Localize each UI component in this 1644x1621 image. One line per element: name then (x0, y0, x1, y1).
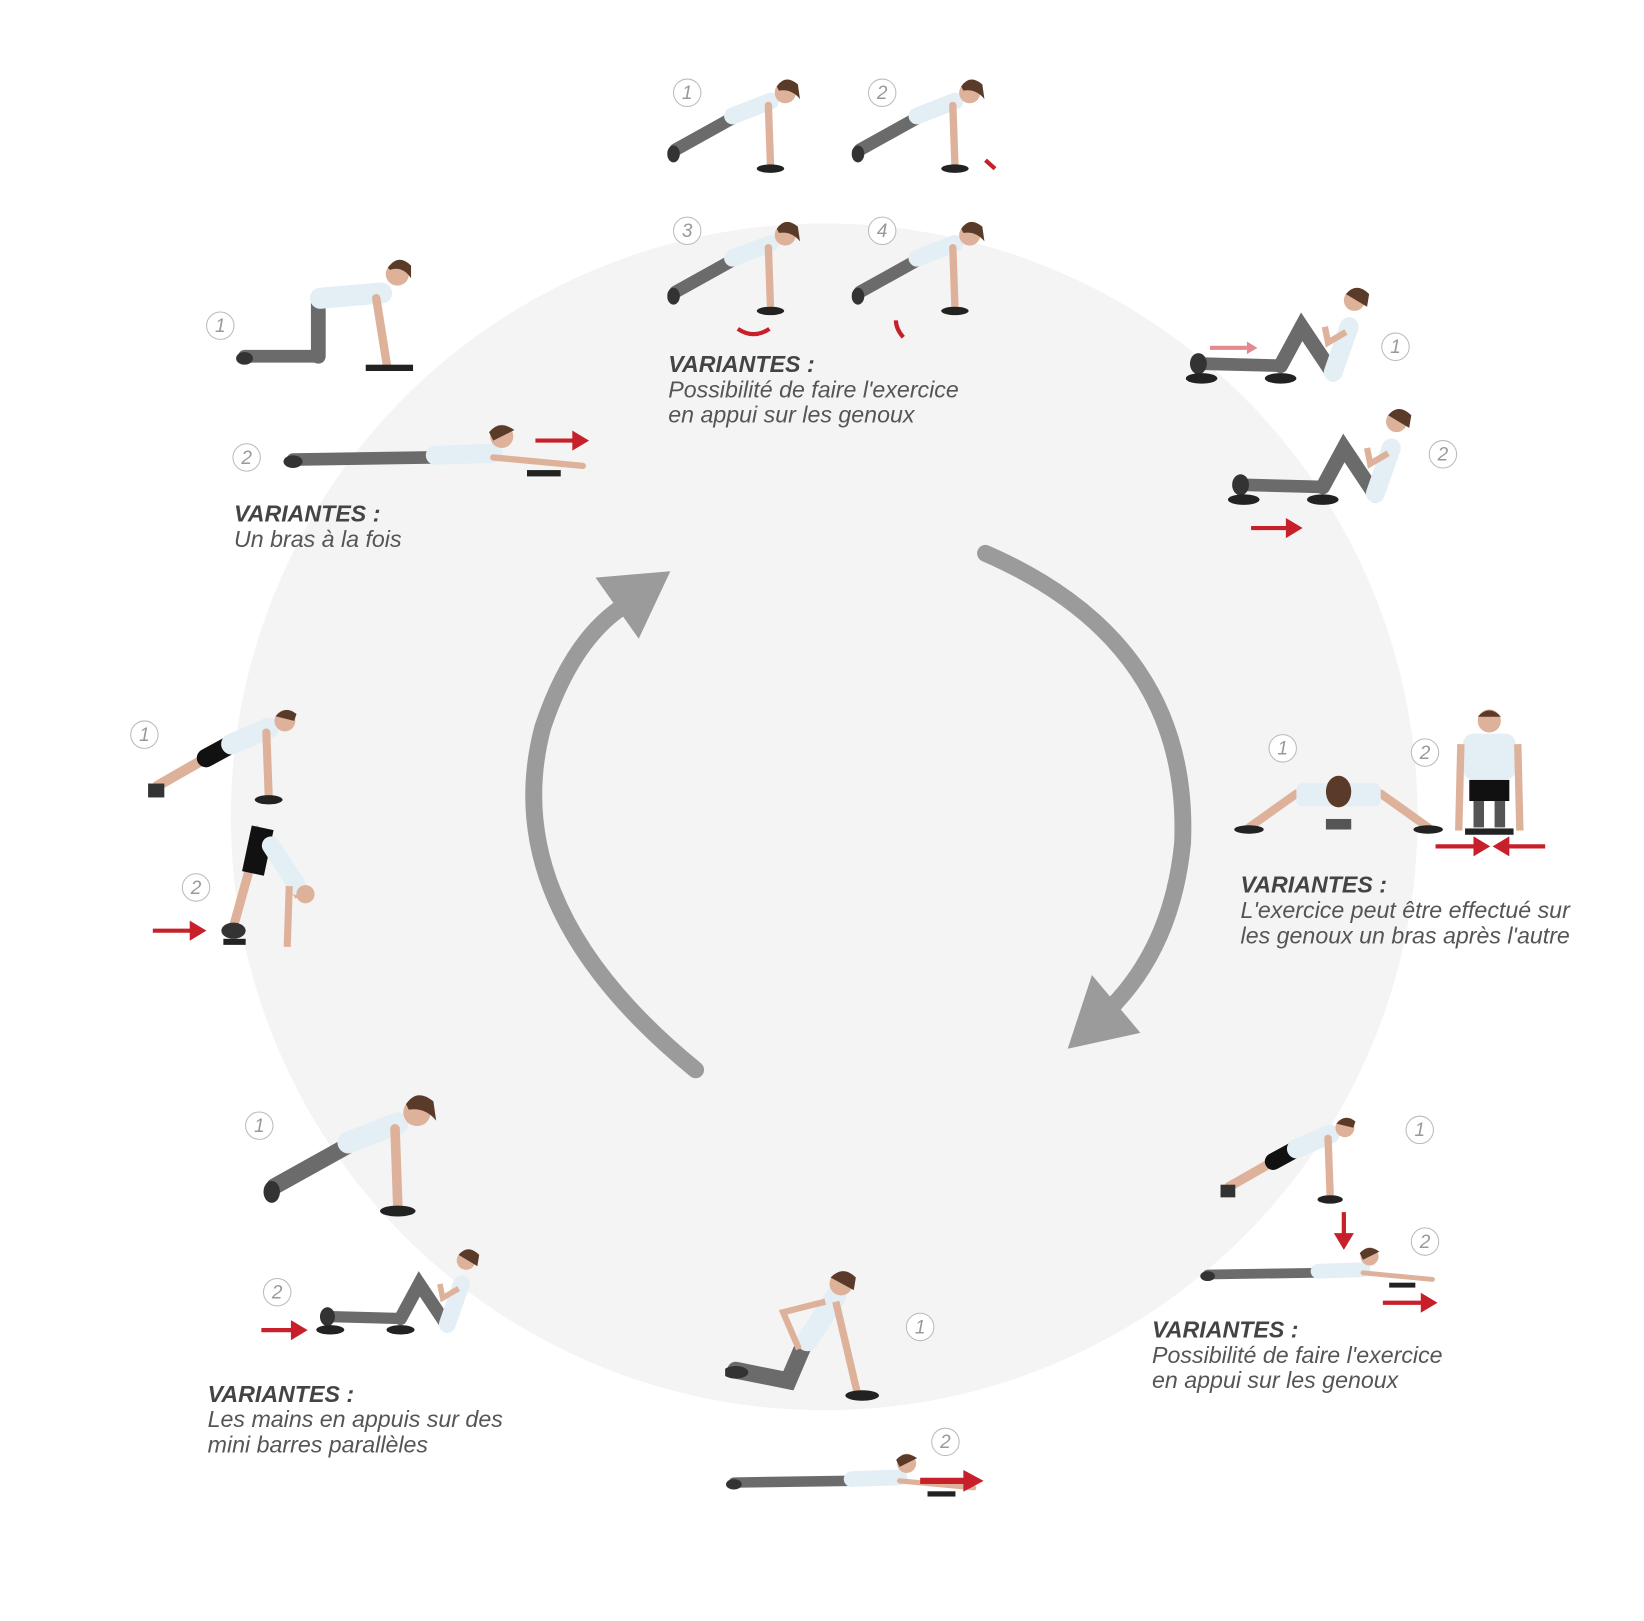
svg-text:2: 2 (1419, 1232, 1431, 1253)
step-badge: 1 (206, 311, 235, 340)
step-badge: 3 (672, 216, 702, 246)
variants-line: en appui sur les genoux (668, 401, 915, 428)
svg-text:1: 1 (682, 83, 693, 104)
step-badge: 2 (1410, 1227, 1440, 1256)
figure-bottom-step2 (726, 1454, 974, 1497)
cycle-arrow-right (977, 544, 1192, 1049)
svg-text:2: 2 (876, 83, 888, 104)
step-badge: 1 (1381, 332, 1410, 361)
variants-line: mini barres parallèles (207, 1431, 429, 1458)
svg-text:4: 4 (877, 221, 888, 242)
variants-heading: VARIANTES : (1152, 1316, 1299, 1343)
direction-arrows (152, 158, 1546, 1492)
figure-right-step2 (1459, 709, 1520, 834)
figure-topright-step1 (1186, 288, 1369, 384)
figure-bottomright-step2 (1200, 1248, 1432, 1288)
figure-topleft-step1 (236, 260, 413, 371)
variants-top: VARIANTES : Possibilité de faire l'exerc… (668, 352, 959, 428)
cycle-arrow-left (525, 571, 705, 1079)
variants-line: Possibilité de faire l'exercice (1152, 1341, 1443, 1369)
variants-right: VARIANTES : L'exercice peut être effectu… (1240, 871, 1570, 949)
variants-heading: VARIANTES : (207, 1380, 355, 1408)
step-badge: 2 (931, 1427, 960, 1457)
step-badge: 1 (905, 1312, 935, 1342)
step-badge: 4 (867, 216, 897, 246)
svg-text:2: 2 (240, 448, 252, 469)
svg-text:1: 1 (1414, 1120, 1425, 1141)
variants-line: Les mains en appuis sur des (207, 1406, 503, 1433)
svg-text:2: 2 (939, 1432, 951, 1453)
variants-top-left: VARIANTES : Un bras à la fois (233, 500, 402, 553)
step-badge: 2 (232, 443, 261, 472)
step-badges: 1 2 3 4 1 2 1 2 1 2 1 2 1 2 1 2 1 2 (130, 78, 1458, 1457)
step-badge: 1 (1405, 1115, 1434, 1145)
step-badge: 1 (245, 1111, 274, 1140)
svg-text:1: 1 (915, 1317, 926, 1338)
variants-bottom-right: VARIANTES : Possibilité de faire l'exerc… (1152, 1316, 1443, 1394)
svg-text:1: 1 (139, 725, 150, 746)
svg-text:2: 2 (1419, 743, 1431, 764)
svg-text:2: 2 (1437, 445, 1449, 466)
variants-line: Un bras à la fois (233, 525, 402, 553)
svg-text:1: 1 (1277, 739, 1288, 760)
variants-line: Possibilité de faire l'exercice (668, 376, 959, 403)
svg-text:2: 2 (271, 1283, 283, 1304)
svg-text:1: 1 (1390, 337, 1401, 358)
variants-heading: VARIANTES : (233, 500, 381, 527)
step-badge: 2 (867, 78, 897, 107)
step-badge: 2 (1410, 738, 1440, 767)
svg-text:2: 2 (190, 878, 202, 899)
step-badge: 2 (1428, 440, 1458, 469)
variants-heading: VARIANTES : (1240, 871, 1387, 899)
variants-line: en appui sur les genoux (1152, 1367, 1399, 1394)
step-badge: 2 (262, 1277, 292, 1307)
step-badge: 1 (130, 720, 159, 749)
variants-line: L'exercice peut être effectué sur (1240, 896, 1570, 924)
svg-text:3: 3 (682, 221, 693, 242)
variants-bottom-left: VARIANTES : Les mains en appuis sur des … (207, 1380, 503, 1458)
background-circle (230, 223, 1418, 1411)
svg-text:1: 1 (215, 316, 226, 337)
step-badge: 1 (672, 78, 702, 107)
variants-heading: VARIANTES : (668, 350, 815, 378)
svg-text:1: 1 (254, 1116, 265, 1137)
step-badge: 1 (1268, 734, 1297, 763)
variants-line: les genoux un bras après l'autre (1240, 922, 1570, 949)
step-badge: 2 (181, 873, 211, 902)
